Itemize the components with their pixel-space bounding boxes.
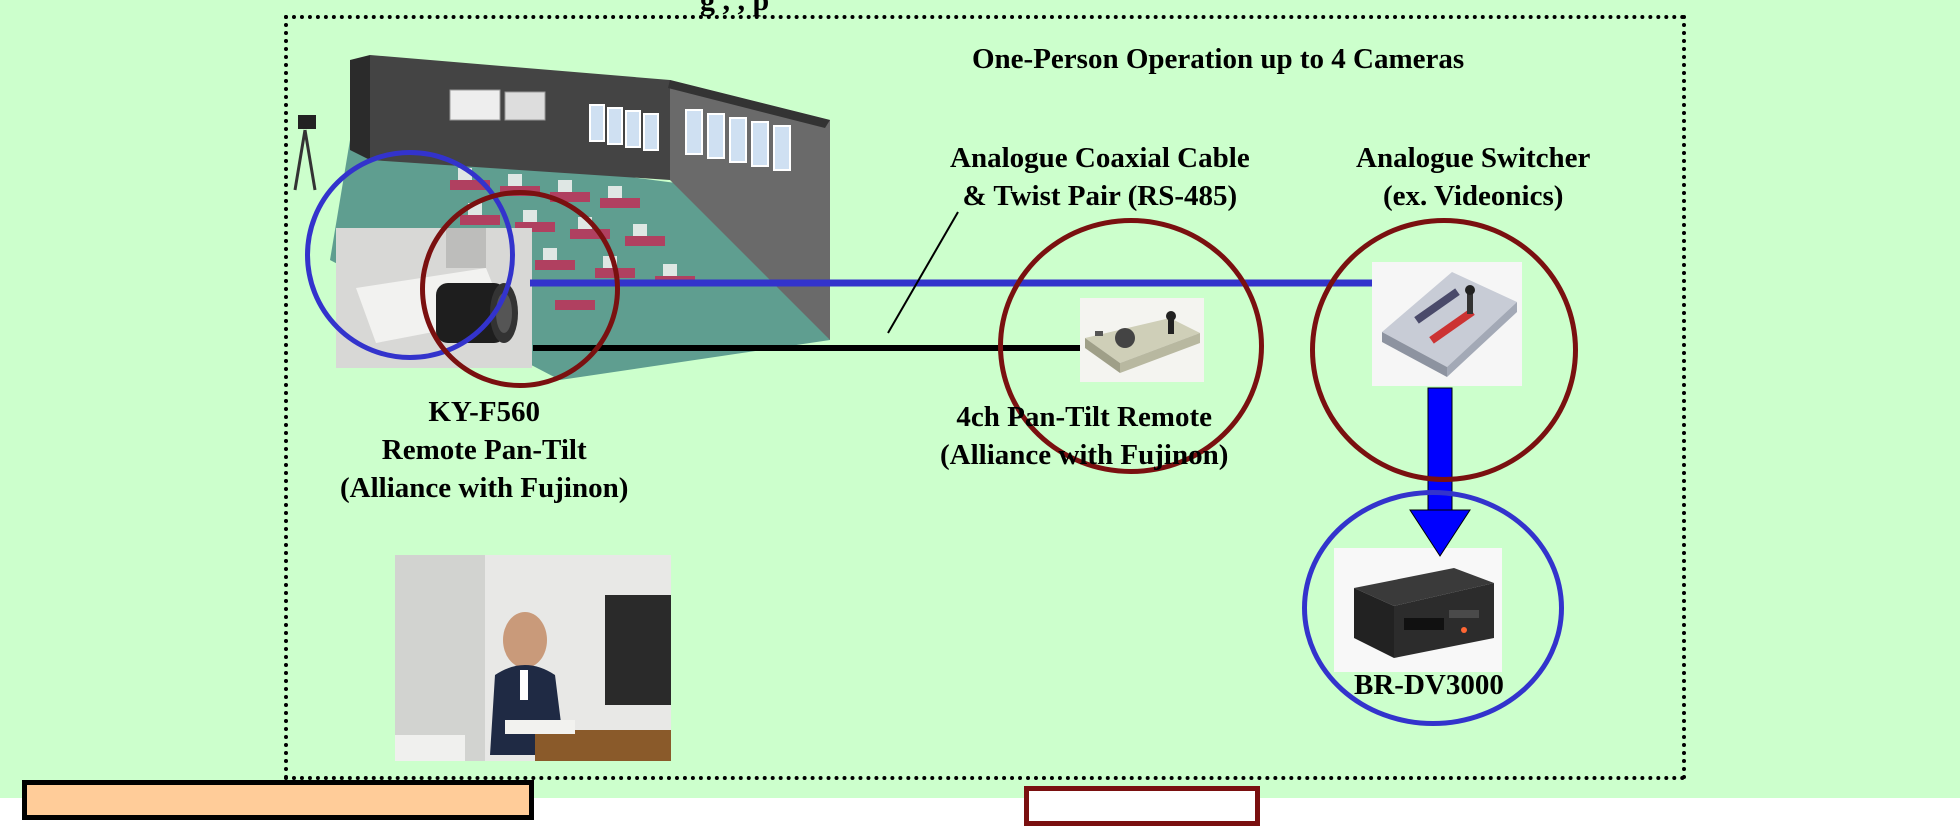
recorder-label: BR-DV3000 [1354,669,1504,701]
remote-red-ring [998,218,1264,474]
switcher-red-ring [1310,218,1578,482]
page-title-fragment: g , , p [700,0,770,17]
bottom-center-box [1024,786,1260,826]
system-frame [284,15,1686,780]
diagram-background [0,0,1960,798]
remote-label: 4ch Pan-Tilt Remote (Alliance with Fujin… [940,401,1229,471]
operation-subtitle: One-Person Operation up to 4 Cameras [972,43,1465,75]
recorder-blue-ring [1302,490,1564,726]
camera-red-ring [420,190,620,388]
bottom-callout-box [22,780,534,820]
cable-label: Analogue Coaxial Cable & Twist Pair (RS-… [950,142,1250,212]
presenter-photo [395,555,671,761]
camera-label: KY-F560 Remote Pan-Tilt (Alliance with F… [340,396,629,504]
cable-callout-line [887,211,959,334]
switcher-label: Analogue Switcher (ex. Videonics) [1356,142,1591,212]
